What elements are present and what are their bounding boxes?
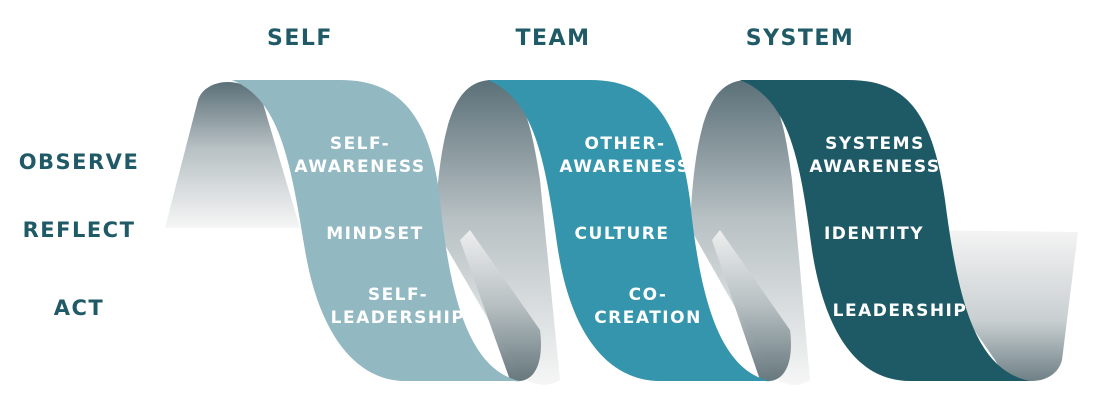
column-heading-team: TEAM <box>515 26 591 51</box>
column-heading-system: SYSTEM <box>745 26 855 51</box>
cell-self-awareness: SELF- AWARENESS <box>294 134 426 177</box>
band-team <box>488 80 770 381</box>
band-system <box>740 80 1030 381</box>
fold-self-team <box>435 80 560 385</box>
row-heading-observe: OBSERVE <box>18 150 140 174</box>
cell-mindset: MINDSET <box>326 224 424 244</box>
cell-other-awareness: OTHER- AWARENESS <box>559 134 691 177</box>
row-heading-act: ACT <box>53 296 105 320</box>
row-heading-reflect: REFLECT <box>22 218 136 242</box>
fold-team-system <box>690 80 810 385</box>
fold-lower-team <box>712 230 791 382</box>
fold-left-tail <box>165 81 300 228</box>
column-heading-self: SELF <box>267 26 333 51</box>
cell-leadership: LEADERSHIP <box>832 301 968 321</box>
fold-lower-self <box>460 230 541 382</box>
cell-self-leadership: SELF- LEADERSHIP <box>330 285 466 328</box>
cell-co-creation: CO- CREATION <box>594 285 702 328</box>
cell-culture: CULTURE <box>574 224 670 244</box>
cell-identity: IDENTITY <box>823 224 925 244</box>
band-self <box>232 80 520 381</box>
cell-systems-awareness: SYSTEMS AWARENESS <box>809 134 941 177</box>
